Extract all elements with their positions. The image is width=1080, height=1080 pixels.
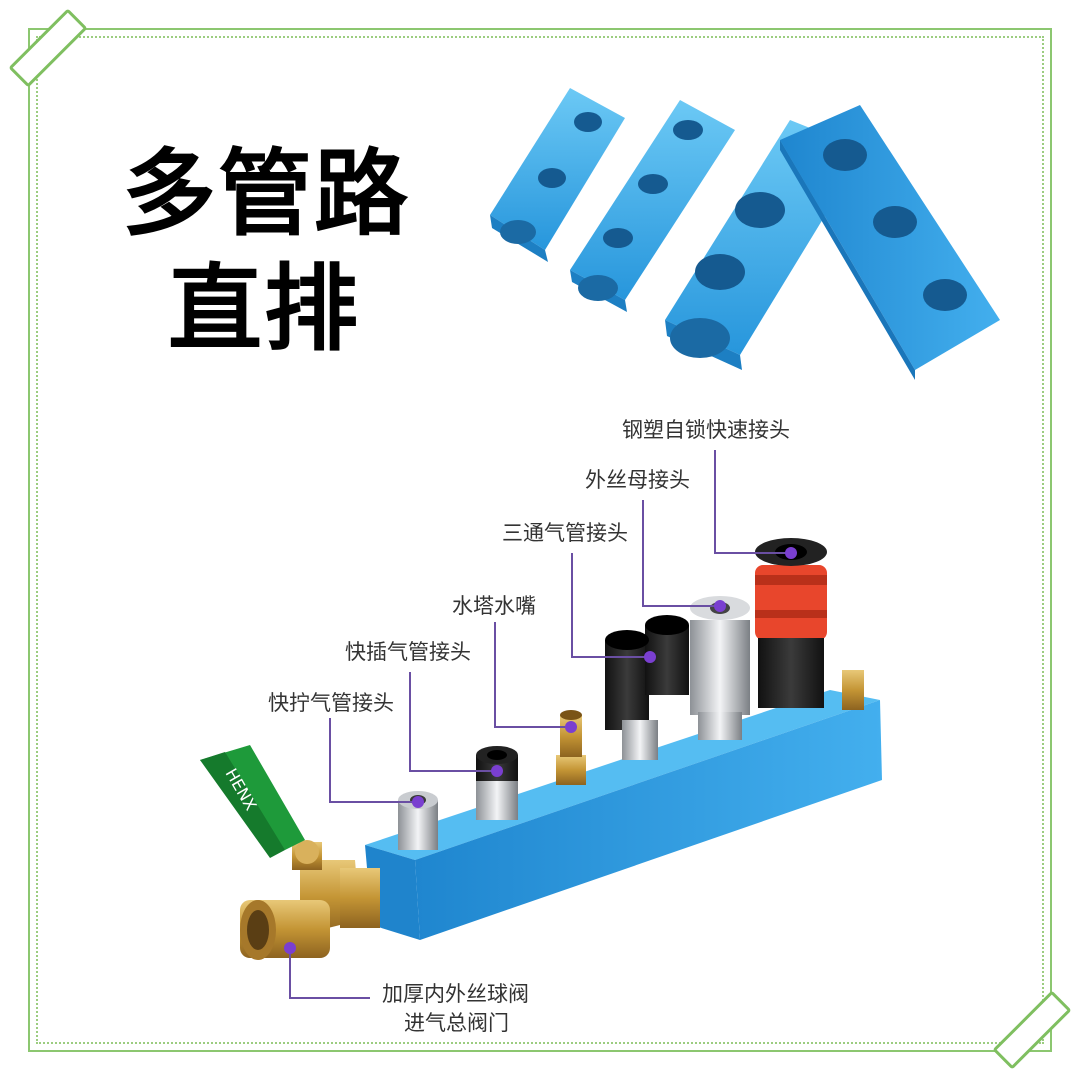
title-line-1: 多管路 [122, 140, 411, 249]
label-hose-barb: 水塔水嘴 [452, 594, 536, 618]
label-main-inlet-valve: 进气总阀门 [404, 1011, 509, 1035]
push-in-fitting [476, 746, 518, 820]
label-push-in-fitting: 快插气管接头 [345, 640, 471, 664]
valve-handle: HENX [200, 745, 305, 858]
manifold-block-4 [780, 105, 1000, 380]
label-female-thread-connector: 外丝母接头 [585, 468, 690, 492]
manifold-block-1 [490, 88, 625, 262]
frame-dotted [36, 36, 1044, 1044]
label-dots [284, 547, 797, 954]
steel-plastic-coupler [755, 538, 827, 708]
tee-fitting [605, 615, 689, 760]
leader-lines [289, 450, 791, 999]
frame-outer [28, 28, 1052, 1052]
manifold-block-2 [570, 100, 735, 312]
label-steel-plastic-coupler: 钢塑自锁快速接头 [622, 418, 790, 442]
label-quick-twist-fitting: 快拧气管接头 [268, 691, 394, 715]
title-line-2: 直排 [168, 255, 361, 364]
label-tee-fitting: 三通气管接头 [502, 521, 628, 545]
ball-valve [240, 840, 380, 960]
label-ball-valve: 加厚内外丝球阀 [382, 982, 529, 1006]
female-thread-connector [690, 596, 750, 740]
